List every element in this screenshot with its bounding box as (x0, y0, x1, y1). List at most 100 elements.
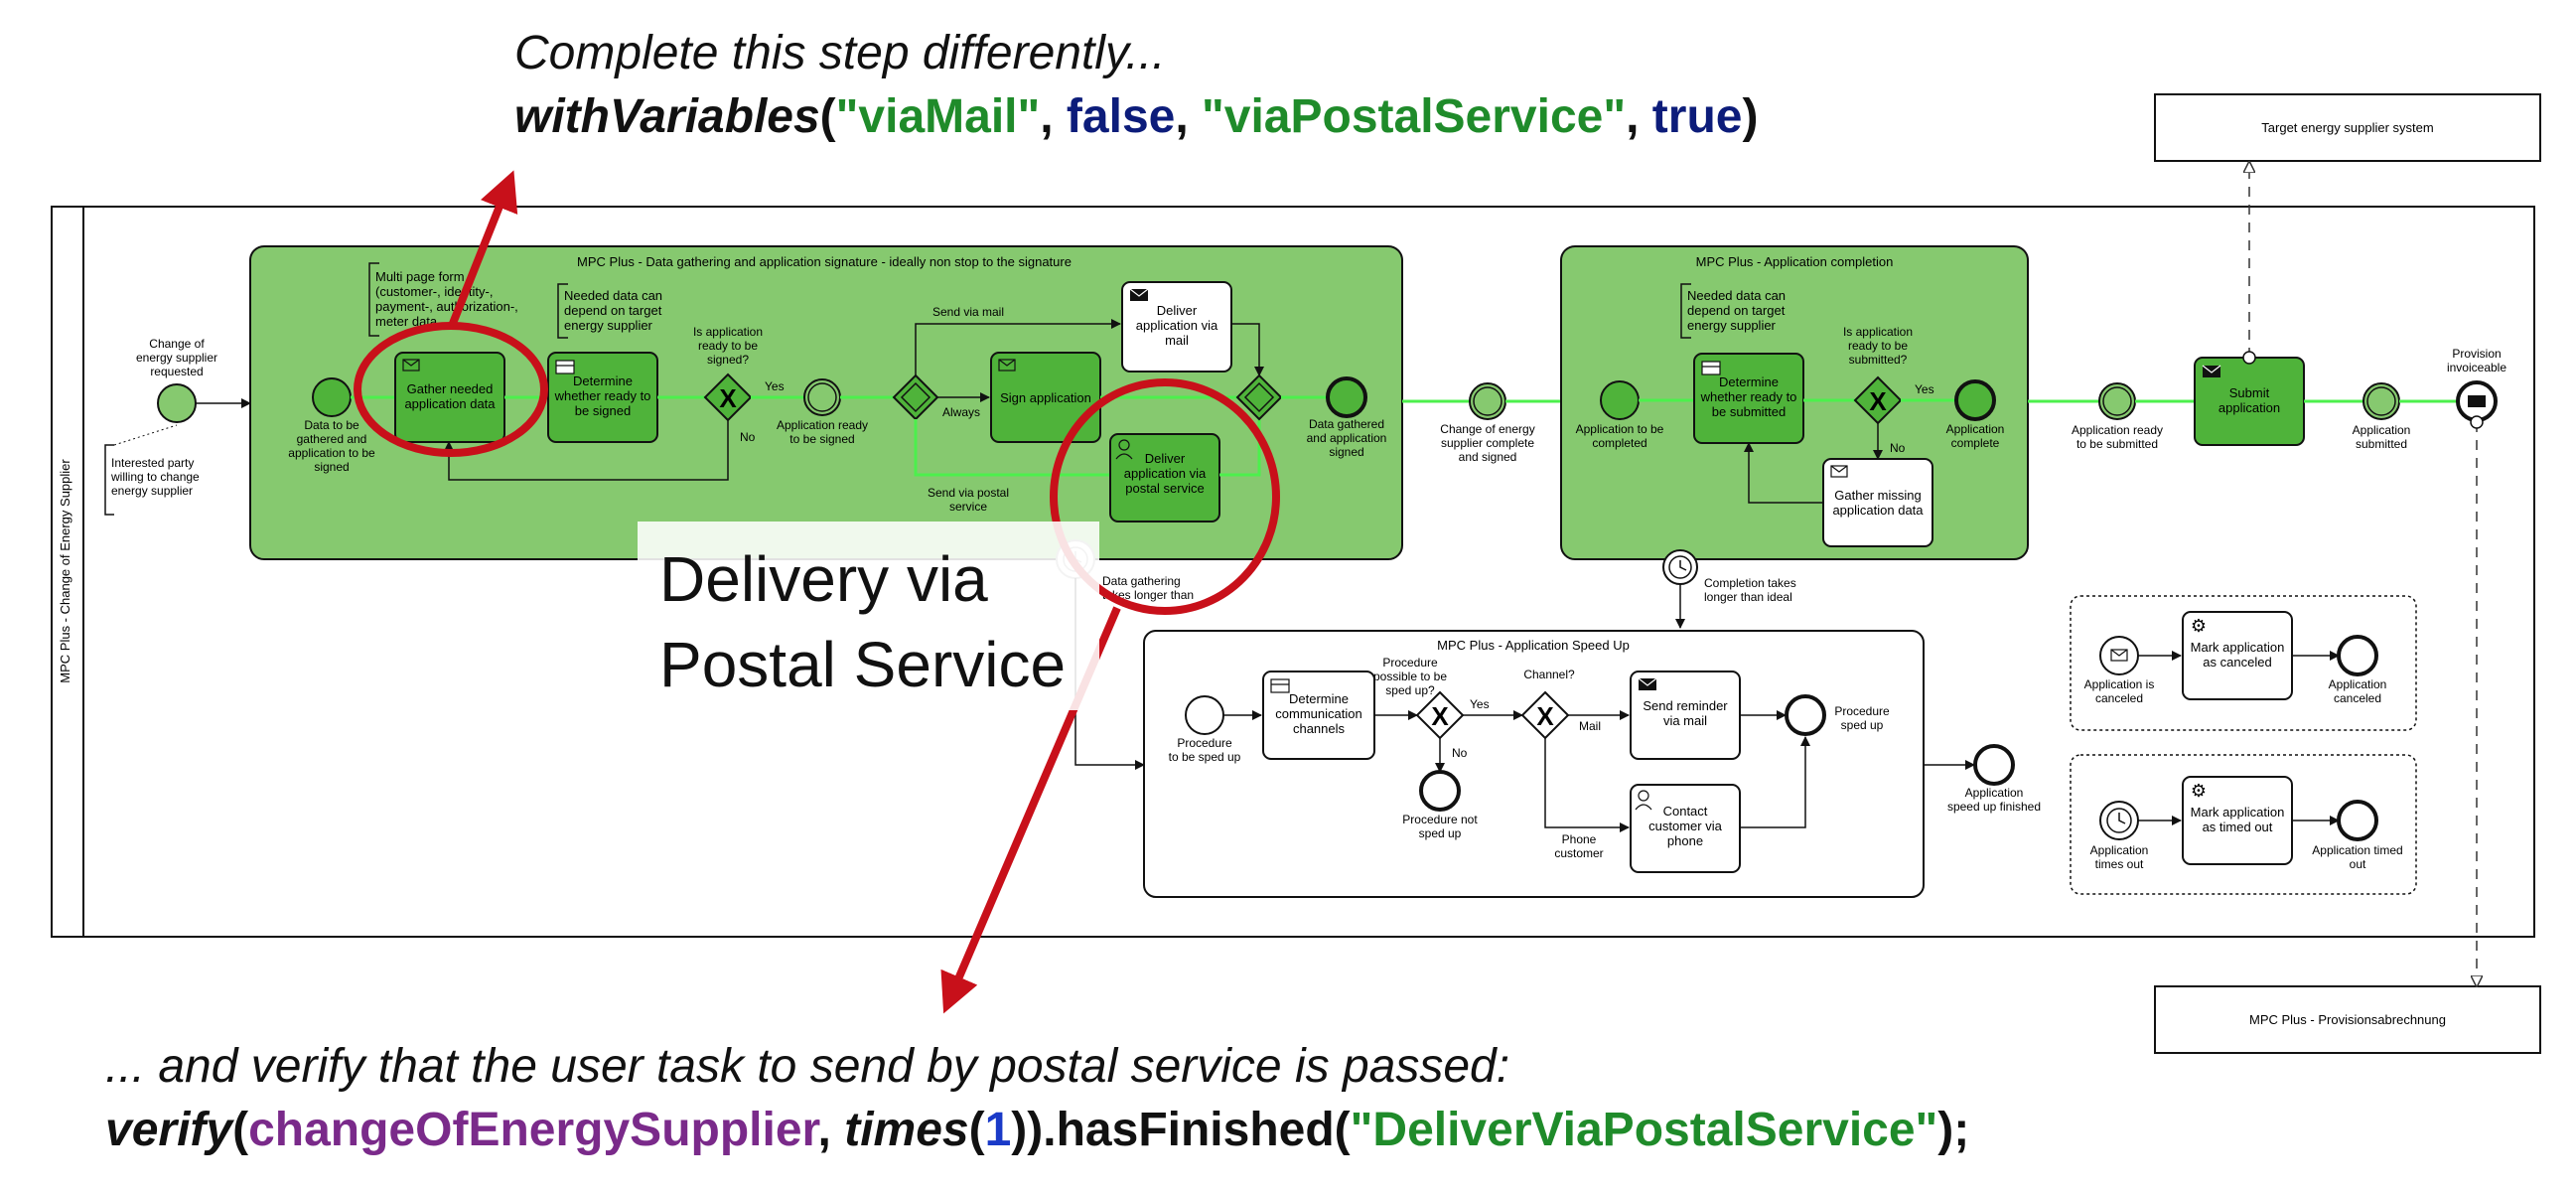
highlight-ellipse-postal (1050, 378, 1280, 615)
target-system-box (2154, 93, 2541, 162)
flow-label-always: Always (942, 405, 980, 419)
highlight-ellipse-gather (354, 322, 548, 457)
subprocess-data-gathering-title: MPC Plus - Data gathering and applicatio… (577, 254, 1072, 269)
sub2-note-bracket (1680, 283, 1691, 339)
business-rule-icon (1701, 361, 1721, 375)
code-annotation-bottom: ... and verify that the user task to sen… (105, 1035, 1969, 1162)
event-ready-submitted-inner (2102, 386, 2132, 416)
user-icon-body (1115, 453, 1133, 460)
envelope-icon (2110, 649, 2128, 662)
target-system-label: Target energy supplier system (2261, 120, 2433, 135)
event-ready-submitted[interactable] (2098, 382, 2136, 420)
flow-send-postal-highlight (914, 419, 1110, 477)
envelope-icon-flap (1830, 465, 1848, 473)
subprocess-speedup-title: MPC Plus - Application Speed Up (1437, 638, 1630, 653)
start-event[interactable] (157, 383, 197, 423)
task-deliver-via-postal-service[interactable] (1109, 433, 1220, 522)
code-sep: , (1040, 90, 1067, 143)
code-fn: withVariables (514, 90, 820, 143)
task-deliver-via-mail[interactable] (1121, 281, 1232, 373)
envelope-icon-flap (2110, 649, 2128, 657)
sub1-start-event[interactable] (312, 377, 352, 417)
clock-hands (1679, 560, 1687, 571)
end-sped-up[interactable] (1785, 694, 1826, 736)
gateway-x-marker: X (1869, 386, 1887, 416)
subprocess-completion-title: MPC Plus - Application completion (1696, 254, 1894, 269)
task-contact-customer[interactable] (1630, 784, 1741, 873)
sub2-start-event[interactable] (1600, 380, 1640, 420)
provisions-box (2154, 985, 2541, 1054)
message-flow-origin (2470, 415, 2484, 429)
interested-annotation-bracket (104, 444, 114, 516)
sub1-end-event[interactable] (1326, 376, 1367, 418)
overlay-annotation-box (638, 522, 1099, 710)
envelope-icon (998, 359, 1016, 372)
task-sign-label: Sign application (1000, 390, 1091, 405)
flow-label-no: No (740, 430, 756, 444)
gear-icon: ⚙ (2191, 616, 2207, 636)
flow-label-mail: Mail (1579, 719, 1601, 733)
business-rule-icon (555, 360, 575, 374)
flow-mail-to-join (1231, 323, 1264, 376)
overlay-annotation-text: Delivery via Postal Service (659, 543, 1067, 700)
timeout-end-event[interactable] (2337, 800, 2378, 841)
code-paren: ( (232, 1104, 249, 1156)
code-statement-bottom: verify(changeOfEnergySupplier, times(1))… (105, 1099, 1969, 1162)
sub2-end-event[interactable] (1954, 379, 1996, 421)
code-string: "viaMail" (835, 90, 1041, 143)
code-paren: ( (819, 90, 836, 143)
event-complete-signed[interactable] (1469, 382, 1506, 420)
code-paren: )) (1011, 1104, 1044, 1156)
gateway-x-marker: X (1536, 701, 1554, 731)
code-paren: ( (968, 1104, 985, 1156)
gateway-x-marker: X (719, 383, 737, 413)
code-annotation-top: Complete this step differently... withVa… (514, 22, 1758, 149)
code-fn: verify (105, 1104, 233, 1156)
end-not-sped-up[interactable] (1419, 770, 1461, 812)
event-application-submitted[interactable] (2362, 382, 2400, 420)
code-number: 1 (984, 1104, 1012, 1156)
cancel-end-event[interactable] (2337, 635, 2378, 676)
code-sep: , (817, 1104, 845, 1156)
pool-label: MPC Plus - Change of Energy Supplier (58, 459, 72, 683)
code-paren: ) (1742, 90, 1759, 143)
sub3-start-event[interactable] (1185, 695, 1224, 735)
gateway-inclusive-marker (900, 381, 931, 413)
event-ready-to-sign[interactable] (803, 378, 841, 416)
send-envelope-icon-flap (2202, 365, 2221, 373)
annotation-assoc (113, 424, 178, 446)
flow-label-send-mail: Send via mail (932, 305, 1004, 319)
code-variable: changeOfEnergySupplier (248, 1104, 818, 1156)
gateway-join-delivery[interactable] (1235, 373, 1283, 421)
flow-label-no: No (1890, 441, 1906, 455)
end-speedup-finished[interactable] (1973, 744, 2015, 786)
sub1-note1-bracket (368, 262, 379, 337)
